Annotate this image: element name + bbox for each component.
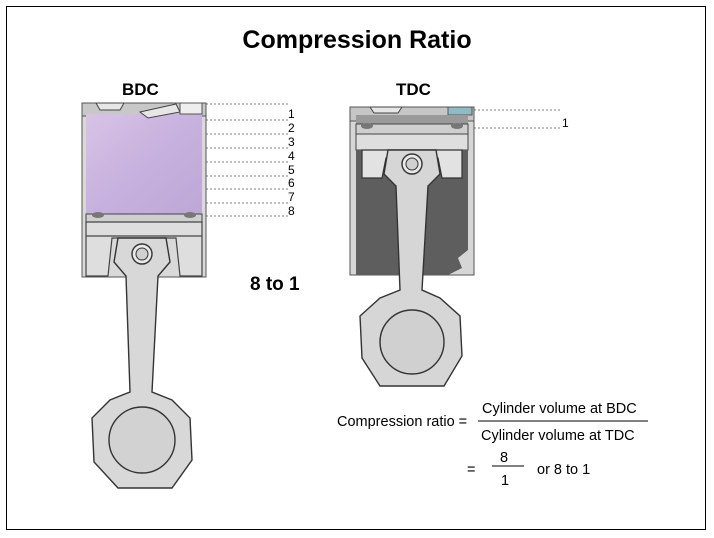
tdc-marker-lines — [474, 109, 562, 129]
fraction-denominator: 1 — [501, 473, 510, 489]
tdc-marker-1: 1 — [562, 116, 569, 130]
slide-title: Compression Ratio — [242, 26, 472, 54]
tdc-label: TDC — [396, 80, 431, 99]
formula-alt: or 8 to 1 — [537, 462, 591, 478]
intake-valve-icon — [95, 102, 125, 111]
bdc-marker-3: 3 — [288, 135, 295, 149]
bdc-marker-2: 2 — [288, 121, 295, 135]
bdc-marker-5: 5 — [288, 163, 295, 177]
bdc-marker-6: 6 — [288, 176, 295, 190]
connecting-rod-tdc — [359, 149, 463, 387]
formula-equals: = — [467, 462, 476, 478]
connecting-rod-bdc — [91, 237, 193, 489]
bdc-marker-1: 1 — [288, 107, 295, 121]
valve-accent-icon — [447, 106, 473, 116]
bdc-marker-4: 4 — [288, 149, 295, 163]
ratio-label: 8 to 1 — [250, 274, 300, 295]
formula-denominator: Cylinder volume at TDC — [481, 428, 635, 444]
bdc-marker-lines — [206, 103, 290, 217]
bdc-marker-7: 7 — [288, 190, 295, 204]
combustion-chamber-bdc — [86, 114, 202, 214]
bdc-label: BDC — [122, 80, 159, 99]
formula-lhs: Compression ratio = — [337, 414, 468, 430]
formula-numerator: Cylinder volume at BDC — [482, 401, 637, 417]
fraction-numerator: 8 — [500, 450, 509, 466]
bdc-marker-8: 8 — [288, 204, 295, 218]
slide-frame — [6, 6, 706, 530]
